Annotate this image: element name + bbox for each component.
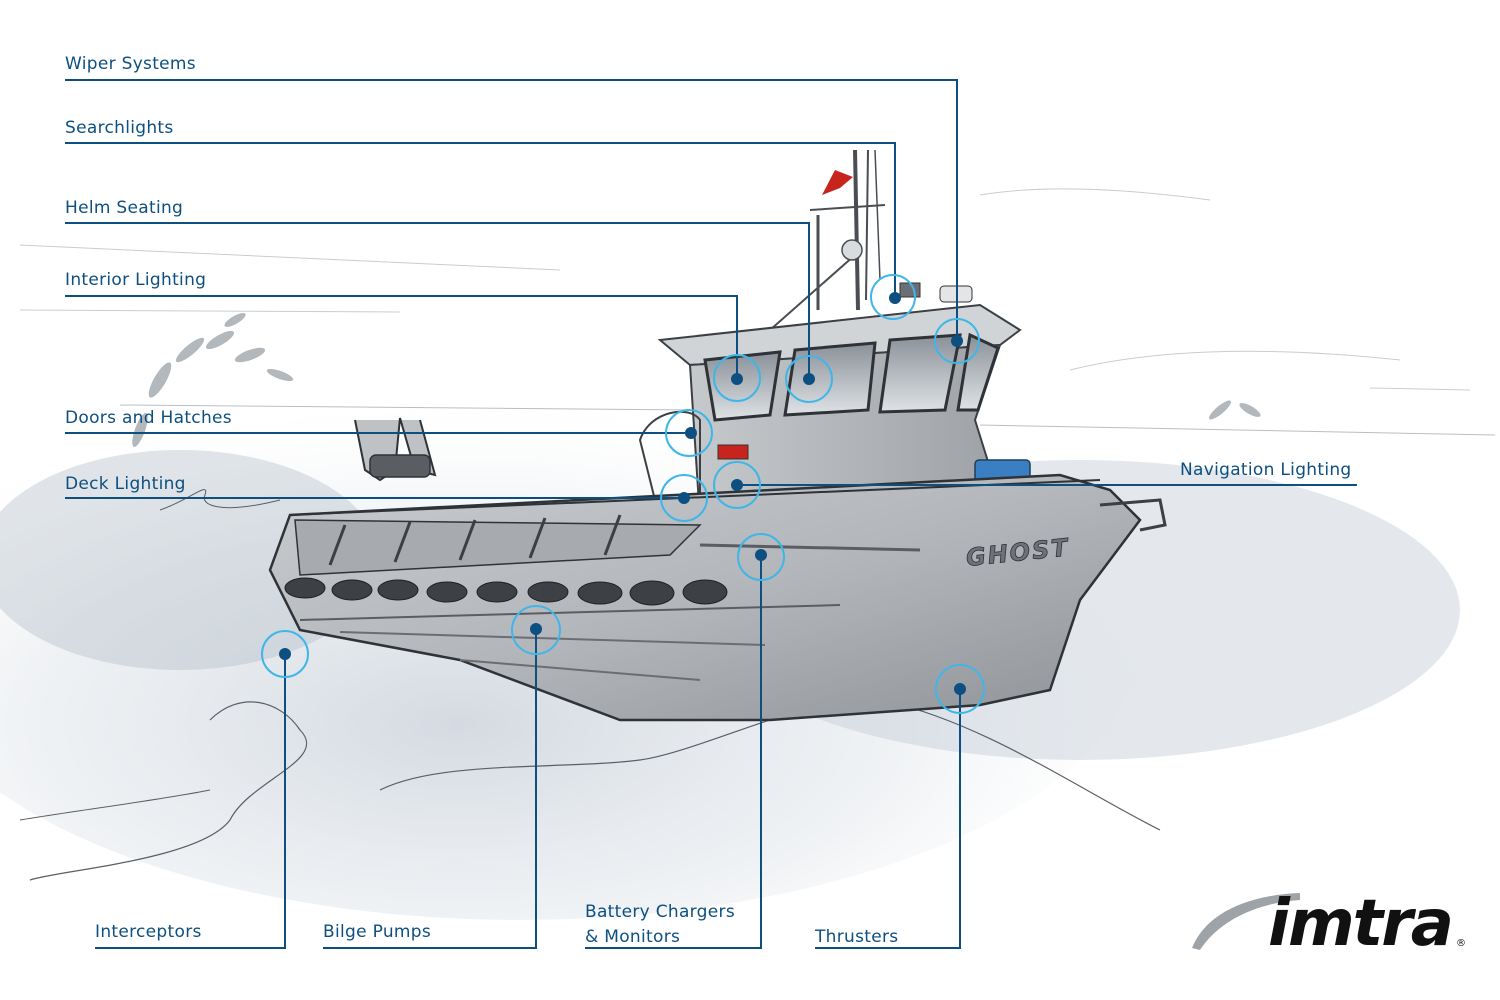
marker-interior-lighting	[713, 354, 761, 402]
callout-markers	[261, 274, 985, 714]
marker-deck-lighting	[660, 474, 708, 522]
label-interior-lighting: Interior Lighting	[65, 270, 207, 290]
marker-interceptors	[261, 630, 309, 678]
flag	[822, 170, 853, 195]
label-searchlights: Searchlights	[65, 118, 174, 138]
boat-illustration	[268, 149, 1167, 722]
marker-helm-seating	[785, 355, 833, 403]
callout-lines	[65, 79, 1357, 949]
imtra-logo-swoosh	[1192, 893, 1300, 950]
label-interceptors: Interceptors	[95, 922, 202, 942]
fish-school	[132, 313, 1261, 448]
marker-bilge-pumps	[511, 605, 561, 655]
marker-thrusters	[935, 664, 985, 714]
marker-battery-chargers	[737, 533, 785, 581]
label-battery-chargers-line2: & Monitors	[585, 927, 681, 947]
marker-doors-and-hatches	[665, 409, 713, 457]
label-wiper-systems: Wiper Systems	[65, 54, 196, 74]
marker-wiper-systems	[934, 318, 980, 364]
imtra-logo: imtra	[1268, 887, 1454, 961]
label-battery-chargers-line1: Battery Chargers	[585, 902, 735, 922]
label-bilge-pumps: Bilge Pumps	[323, 922, 431, 942]
registered-mark: ®	[1456, 938, 1466, 949]
marker-navigation-lighting	[713, 461, 761, 509]
marker-searchlights	[870, 274, 916, 320]
label-doors-and-hatches: Doors and Hatches	[65, 408, 232, 428]
label-thrusters: Thrusters	[815, 927, 899, 947]
label-helm-seating: Helm Seating	[65, 198, 184, 218]
label-deck-lighting: Deck Lighting	[65, 474, 186, 494]
label-navigation-lighting: Navigation Lighting	[1180, 460, 1352, 480]
